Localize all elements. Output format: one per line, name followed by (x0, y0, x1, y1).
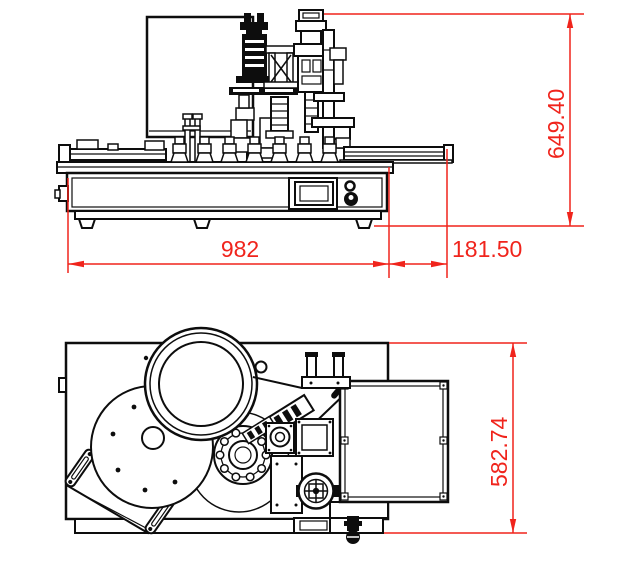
electronics-box (270, 455, 303, 514)
arrowhead (509, 519, 517, 533)
disc-hub (141, 426, 165, 450)
camera-module (265, 422, 295, 454)
sensor-module (295, 418, 334, 457)
arrowhead (431, 260, 447, 268)
fixture (294, 136, 315, 163)
bowl-inner (158, 341, 244, 427)
outfeed-rail (343, 146, 451, 161)
outfeed-conveyor-arm (335, 137, 454, 164)
bearing-turret (213, 425, 273, 485)
fixture-row (169, 136, 340, 163)
fixture (169, 136, 190, 163)
fixture (194, 136, 215, 163)
support-frame (263, 45, 299, 89)
control-panel (288, 177, 358, 210)
mounting-plate-outline (338, 379, 450, 504)
locator-hole (254, 360, 268, 374)
front-view-dimensions: 649.40 982 181.50 (67, 13, 584, 278)
display-screen (294, 181, 334, 206)
arrowhead (373, 260, 389, 268)
arrowhead (566, 212, 574, 226)
dimension-width-label: 982 (221, 236, 259, 262)
arrowhead (68, 260, 84, 268)
dimension-depth-label: 582.74 (486, 416, 512, 487)
base-body (65, 171, 389, 213)
fixture (244, 136, 265, 163)
leveling-foot-screw (344, 516, 362, 544)
front-elevation-view (54, 9, 454, 229)
arrowhead (566, 14, 574, 28)
fixture (269, 136, 290, 163)
top-plan-view (58, 326, 450, 544)
motor-assembly (229, 13, 298, 95)
infeed-rail (58, 139, 167, 168)
rotary-clamp (296, 472, 339, 510)
foot (354, 218, 374, 229)
fixture (319, 136, 340, 163)
bowl-feeder (143, 326, 259, 442)
base-plate (74, 210, 382, 220)
cylinder (270, 96, 289, 132)
power-button (344, 180, 356, 192)
foot (77, 218, 97, 229)
fixture (219, 136, 240, 163)
screw-dot (143, 355, 149, 361)
dimension-height-label: 649.40 (543, 89, 569, 159)
plan-bottom-plates (74, 501, 389, 544)
prong-bracket (301, 352, 351, 389)
foot (192, 218, 212, 229)
plan-view-dimensions: 582.74 (384, 342, 527, 534)
mounting-plate (338, 379, 450, 504)
arrowhead (389, 260, 405, 268)
plan-side-tab (58, 377, 67, 393)
arrowhead (509, 343, 517, 357)
dimension-extension-label: 181.50 (452, 236, 522, 262)
